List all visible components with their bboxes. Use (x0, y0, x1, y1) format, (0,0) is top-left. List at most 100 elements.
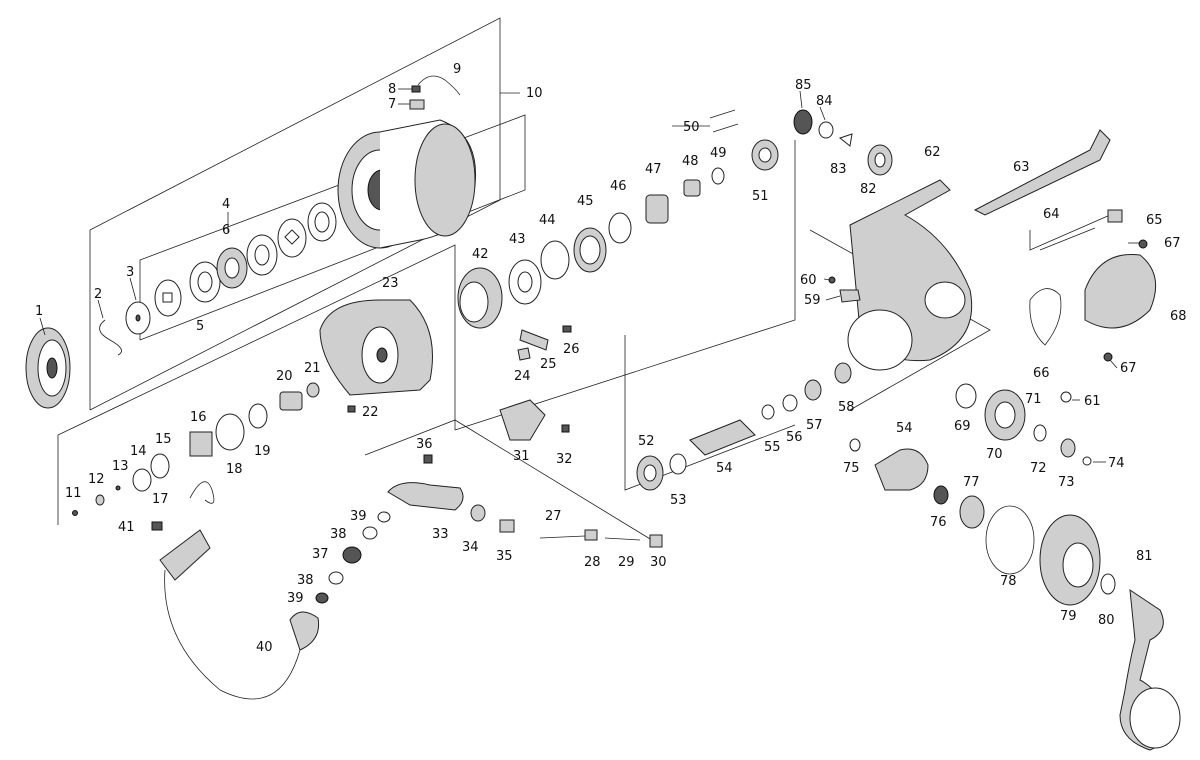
part-20-nut (279, 391, 303, 411)
part-17-spring (189, 481, 215, 504)
part-67-screw-b (1103, 352, 1113, 362)
callout-45: 45 (577, 194, 594, 209)
callout-48: 48 (682, 154, 699, 169)
part-65-screw (1107, 209, 1123, 223)
callout-2: 2 (94, 287, 102, 302)
part-26-screw (562, 325, 572, 333)
callout-46: 46 (610, 179, 627, 194)
part-30-plunger (649, 534, 663, 548)
callout-35: 35 (496, 549, 513, 564)
callout-3: 3 (126, 265, 134, 280)
callout-85: 85 (795, 78, 812, 93)
part-16-clip (189, 431, 213, 457)
callout-74: 74 (1108, 456, 1125, 471)
part-13-ball (115, 485, 121, 491)
callout-76: 76 (930, 515, 947, 530)
callout-39b: 39 (287, 591, 304, 606)
part-53-washer (669, 453, 687, 475)
part-32-screw (561, 424, 570, 433)
callout-15: 15 (155, 432, 172, 447)
callout-33: 33 (432, 527, 449, 542)
callout-79: 79 (1060, 609, 1077, 624)
part-12-collar (95, 494, 105, 506)
callout-69: 69 (954, 419, 971, 434)
callout-10: 10 (526, 86, 543, 101)
part-19-washer (248, 403, 268, 429)
callout-38b: 38 (297, 573, 314, 588)
body-assembly (636, 109, 1181, 751)
part-49-washer (711, 167, 725, 185)
callout-67b: 67 (1120, 361, 1137, 376)
callout-31: 31 (513, 449, 530, 464)
part-18-washer (215, 413, 245, 451)
part-48-roller (683, 179, 701, 197)
callout-64: 64 (1043, 207, 1060, 222)
callout-54a: 54 (716, 461, 733, 476)
callout-19: 19 (254, 444, 271, 459)
leader-lines (39, 88, 1140, 463)
callout-16: 16 (190, 410, 207, 425)
callout-55: 55 (764, 440, 781, 455)
callout-41: 41 (118, 520, 135, 535)
callout-28: 28 (584, 555, 601, 570)
part-75-washer (849, 438, 861, 452)
part-63-shaft (973, 129, 1111, 216)
callout-12: 12 (88, 472, 105, 487)
callout-18: 18 (226, 462, 243, 477)
part-38-washer-a (362, 526, 378, 540)
part-46-ring (608, 212, 632, 244)
part-66-gasket (1029, 288, 1062, 346)
callout-47: 47 (645, 162, 662, 177)
callout-27: 27 (545, 509, 562, 524)
part-29-spring (604, 537, 641, 541)
part-38-washer-b (328, 571, 344, 585)
part-28-cap (584, 529, 598, 541)
callout-49: 49 (710, 146, 727, 161)
part-31-bail-arm (499, 399, 546, 441)
callout-57: 57 (806, 418, 823, 433)
callout-51: 51 (752, 189, 769, 204)
part-2-clip (99, 319, 122, 356)
callout-39a: 39 (350, 509, 367, 524)
part-55-washer (761, 404, 775, 420)
part-39-washer-b (315, 592, 329, 604)
part-68-cover (1084, 253, 1157, 329)
part-80-washer (1100, 573, 1116, 595)
part-36-screw (423, 454, 433, 464)
part-14-washer (132, 468, 152, 492)
part-74-cap (1082, 456, 1092, 466)
callout-84: 84 (816, 94, 833, 109)
part-50-screw-a (709, 109, 736, 119)
callout-8: 8 (388, 82, 396, 97)
callout-11: 11 (65, 486, 82, 501)
callout-56: 56 (786, 430, 803, 445)
part-54-main-gear (874, 448, 929, 491)
callout-80: 80 (1098, 613, 1115, 628)
part-77-bearing (959, 495, 985, 529)
part-11-pin (72, 510, 78, 516)
callout-40: 40 (256, 640, 273, 655)
callout-82: 82 (860, 182, 877, 197)
callout-24: 24 (514, 369, 531, 384)
callout-54b: 54 (896, 421, 913, 436)
callout-78: 78 (1000, 574, 1017, 589)
rotor-assembly (72, 109, 779, 516)
callout-83: 83 (830, 162, 847, 177)
part-39-washer-a (377, 511, 391, 523)
part-69-washer (955, 383, 977, 409)
callout-29: 29 (618, 555, 635, 570)
part-27-trip-lever (539, 535, 586, 539)
part-44-o-ring (540, 240, 570, 280)
callout-44: 44 (539, 213, 556, 228)
callout-43: 43 (509, 232, 526, 247)
part-67-screw-a (1138, 239, 1148, 249)
part-73-bearing (1060, 438, 1076, 458)
callout-68: 68 (1170, 309, 1187, 324)
callout-23: 23 (382, 276, 399, 291)
callout-7: 7 (388, 97, 396, 112)
callout-4: 4 (222, 197, 230, 212)
part-78-o-ring (985, 505, 1035, 575)
callout-14: 14 (130, 444, 147, 459)
callout-5: 5 (196, 319, 204, 334)
